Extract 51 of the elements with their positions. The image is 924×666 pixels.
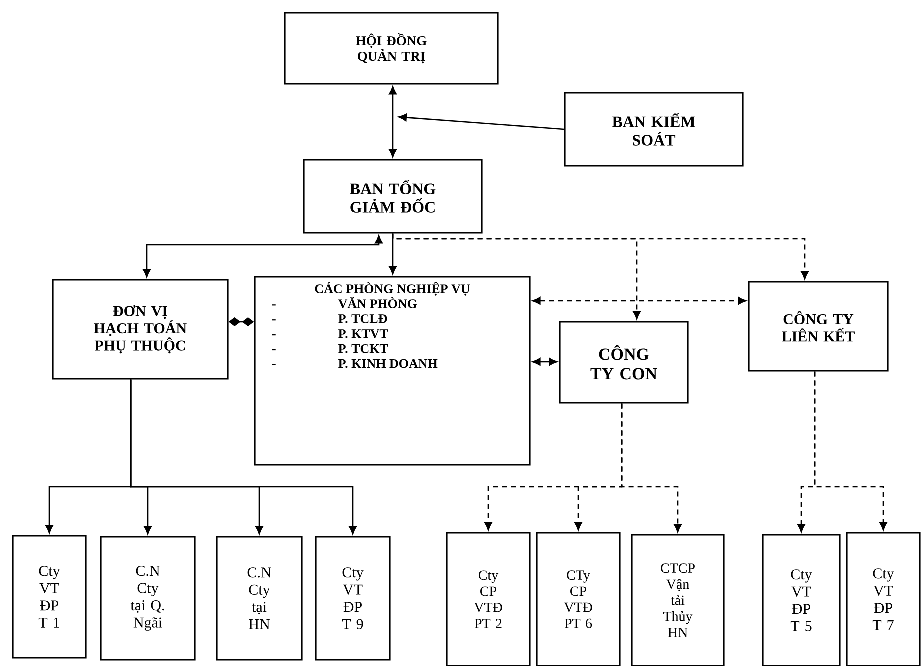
arrow: [130, 380, 357, 535]
org-box: [748, 281, 889, 372]
org-box: [12, 535, 87, 659]
org-box: [284, 12, 499, 85]
arrow: [532, 358, 558, 366]
list-bullet: -: [272, 334, 276, 336]
node-label: BAN TỔNG GIẢM ĐỐC: [350, 180, 436, 213]
arrow: [143, 235, 383, 278]
org-box: [254, 276, 531, 466]
node-label: CTCP Vận tải Thủy HN: [661, 564, 695, 638]
node-label: Cty CP VTĐ PT 2: [474, 570, 502, 628]
list-item: P. KTVT: [338, 330, 388, 338]
list-bullet: -: [272, 304, 276, 306]
org-box: [631, 534, 725, 666]
org-box: [303, 159, 483, 234]
org-box: [52, 279, 229, 380]
org-box: [762, 534, 841, 666]
list-item: VĂN PHÒNG: [338, 296, 418, 308]
org-box: [564, 92, 744, 167]
arrow: [532, 297, 747, 305]
org-box: [216, 536, 303, 661]
org-box: [559, 321, 689, 404]
node-label: Cty VT ĐP T 1: [38, 566, 60, 628]
list-heading: CÁC PHÒNG NGHIỆP VỤ: [315, 282, 470, 296]
arrow: [398, 114, 564, 130]
list-item: P. TCKT: [338, 344, 388, 354]
node-label: BAN KIỂM SOÁT: [612, 113, 696, 146]
node-label: HỘI ĐỒNG QUẢN TRỊ: [356, 33, 427, 64]
org-box: [446, 532, 531, 666]
node-label: C.N Cty tại HN: [248, 568, 272, 630]
node-label: CÔNG TY CON: [590, 345, 658, 380]
node-label: Cty VT ĐP T 5: [790, 570, 812, 632]
arrow: [389, 86, 397, 158]
node-label: CÔNG TY LIÊN KẾT: [782, 311, 855, 342]
arrow: [814, 372, 888, 531]
list-bullet: -: [272, 349, 276, 351]
node-label: Cty VT ĐP T 9: [342, 568, 364, 630]
node-label: CTy CP VTĐ PT 6: [564, 570, 592, 628]
org-box: [536, 532, 621, 666]
org-box: [315, 536, 391, 661]
node-label: ĐƠN VỊ HẠCH TOÁN PHỤ THUỘC: [94, 305, 187, 354]
list-bullet: -: [272, 320, 276, 321]
list-bullet: -: [272, 364, 276, 366]
arrow: [621, 404, 682, 533]
node-label: Cty VT ĐP T 7: [872, 568, 894, 630]
list-item: P. KINH DOANH: [338, 359, 438, 368]
arrow: [392, 234, 809, 280]
node-label: C.N Cty tại Q. Ngãi: [130, 566, 164, 631]
list-item: P. TCLĐ: [338, 314, 388, 324]
org-box: [846, 532, 921, 666]
org-box: [100, 536, 196, 661]
